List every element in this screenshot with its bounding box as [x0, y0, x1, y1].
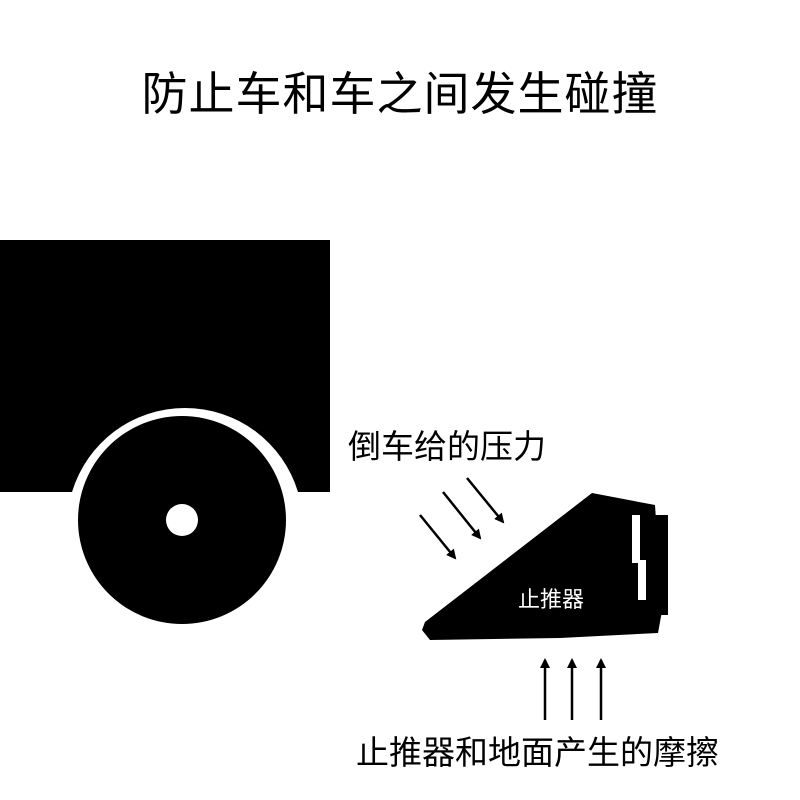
pressure-arrows [419, 477, 505, 560]
friction-arrows [540, 658, 606, 720]
pressure-label: 倒车给的压力 [348, 427, 546, 466]
wheel-icon [78, 416, 286, 624]
truck-body-icon [0, 240, 330, 492]
diagonal-arrow-icon [419, 514, 457, 560]
friction-label: 止推器和地面产生的摩擦 [356, 733, 719, 772]
diagonal-arrow-icon [442, 491, 482, 540]
wheel-chock-icon [422, 493, 668, 640]
chock-label: 止推器 [518, 588, 584, 613]
diagonal-arrow-icon [466, 477, 505, 524]
page-title: 防止车和车之间发生碰撞 [141, 67, 659, 121]
